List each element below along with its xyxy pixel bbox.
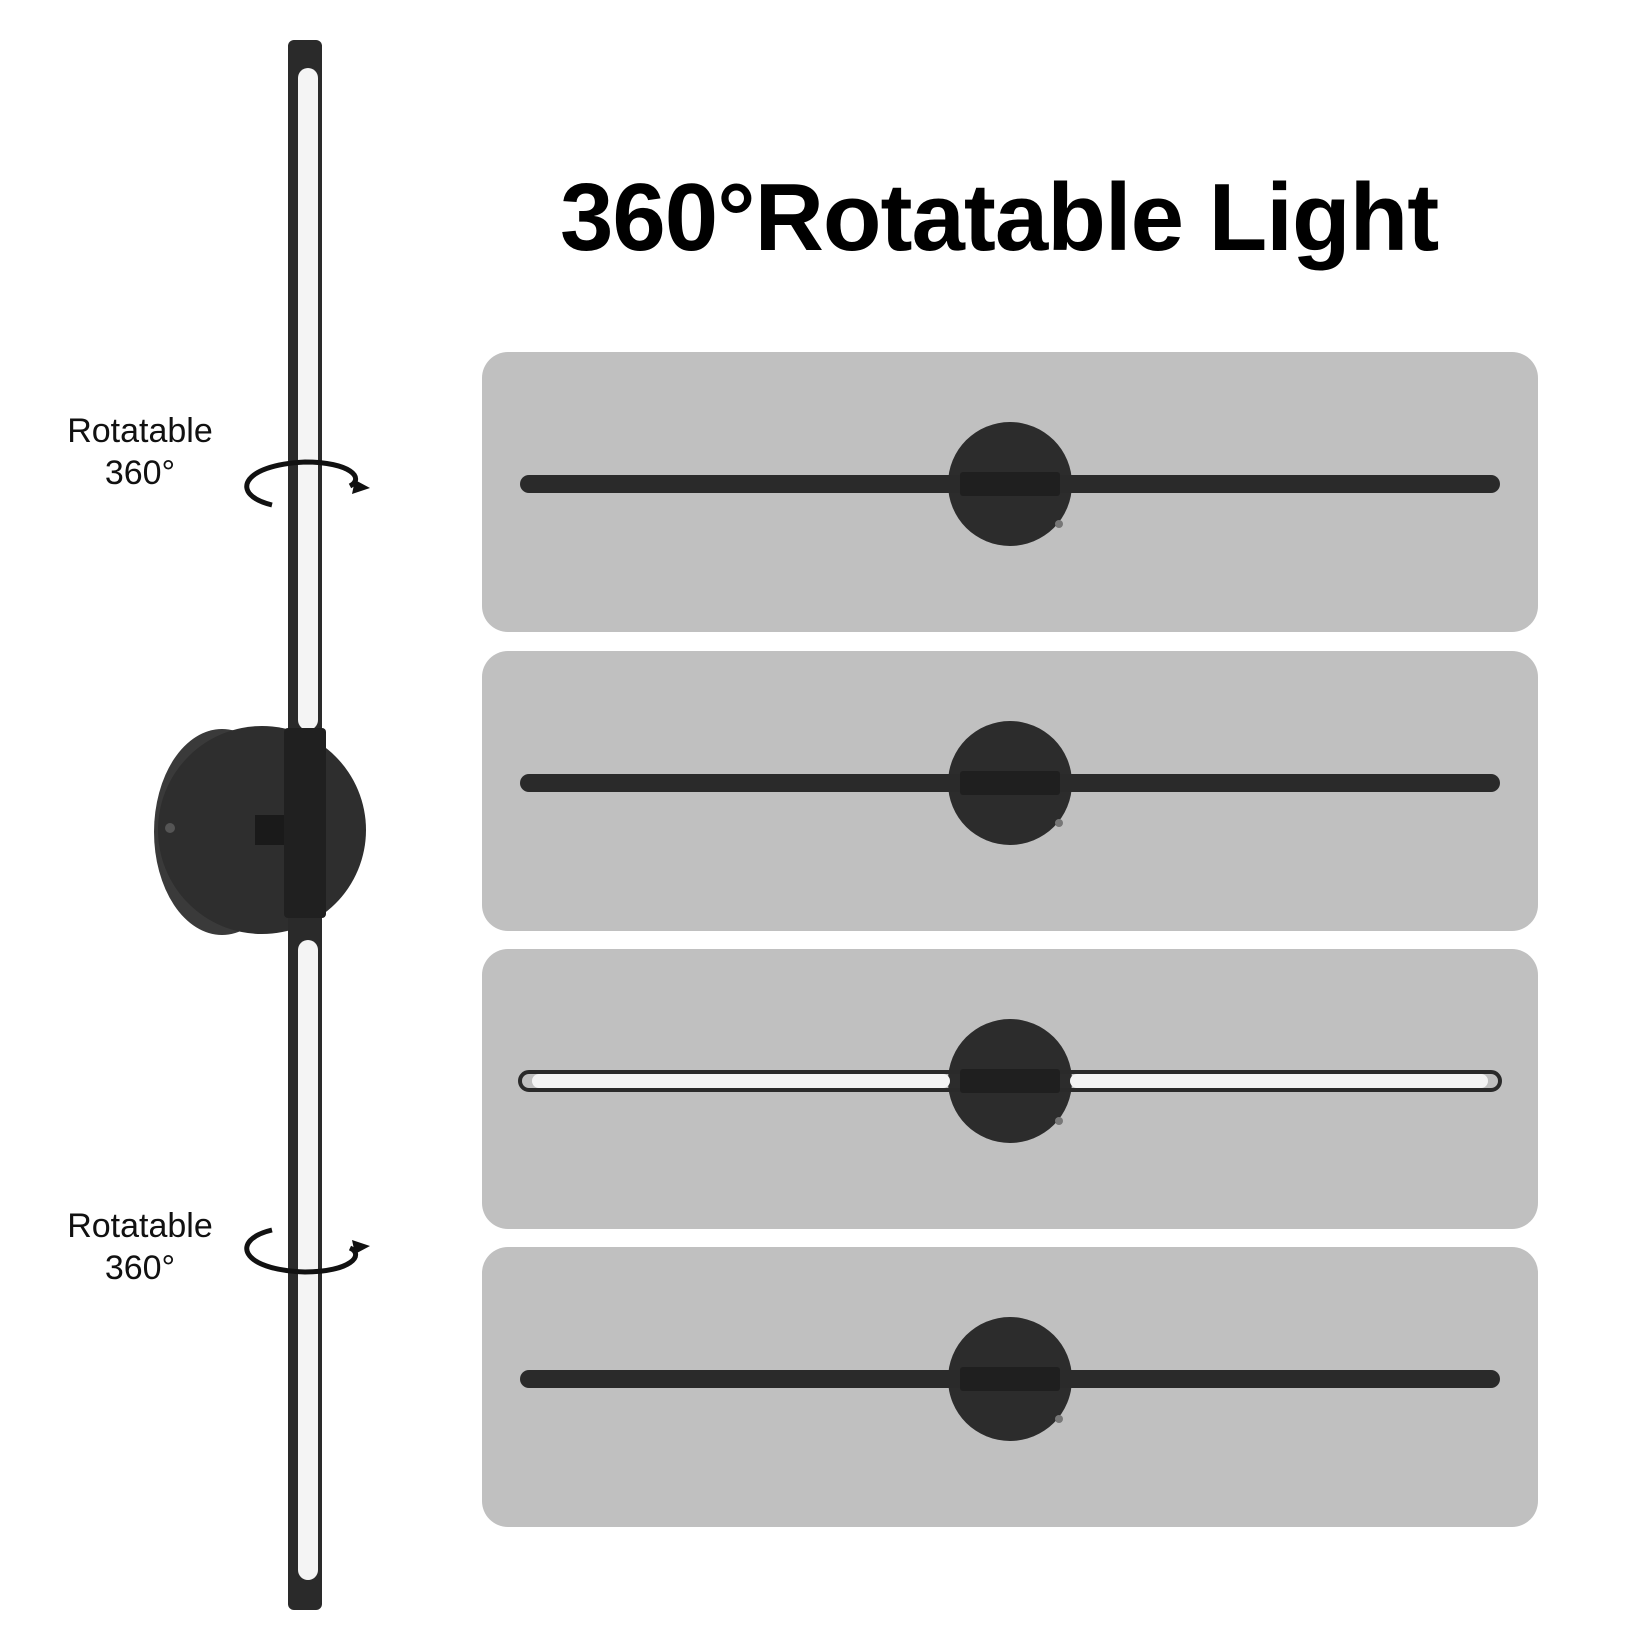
rotate-label-upper: Rotatable 360°: [67, 412, 213, 492]
rotate-arrow-icon: [244, 459, 358, 508]
hub-collar: [960, 1367, 1060, 1391]
rotate-arrow-icon: [244, 1227, 358, 1275]
vertical-wall-lamp: [154, 40, 370, 1610]
touch-switch: [1055, 1415, 1063, 1423]
hub-collar: [284, 728, 326, 918]
rotate-arrow-head: [352, 480, 370, 494]
page-title: 360°Rotatable Light: [560, 164, 1439, 271]
horizontal-lamp: [518, 1019, 1502, 1143]
rotation-view-1: [482, 352, 1538, 632]
horizontal-lamp: [520, 1317, 1500, 1441]
touch-switch: [1055, 1117, 1063, 1125]
rotation-view-2: [482, 651, 1538, 931]
touch-switch: [165, 823, 175, 833]
lower-diffuser: [298, 940, 318, 1580]
upper-diffuser: [298, 68, 318, 730]
horizontal-lamp: [520, 721, 1500, 845]
rotate-label-lower: Rotatable 360°: [67, 1207, 213, 1287]
right-diffuser: [1070, 1074, 1488, 1088]
rotation-view-3: [482, 949, 1538, 1229]
hub-collar: [960, 1069, 1060, 1093]
horizontal-lamp: [520, 422, 1500, 546]
rotation-view-4: [482, 1247, 1538, 1527]
touch-switch: [1055, 520, 1063, 528]
left-diffuser: [532, 1074, 950, 1088]
rotate-arrow-head: [352, 1240, 370, 1254]
touch-switch: [1055, 819, 1063, 827]
hub-collar: [960, 771, 1060, 795]
hub-collar: [960, 472, 1060, 496]
